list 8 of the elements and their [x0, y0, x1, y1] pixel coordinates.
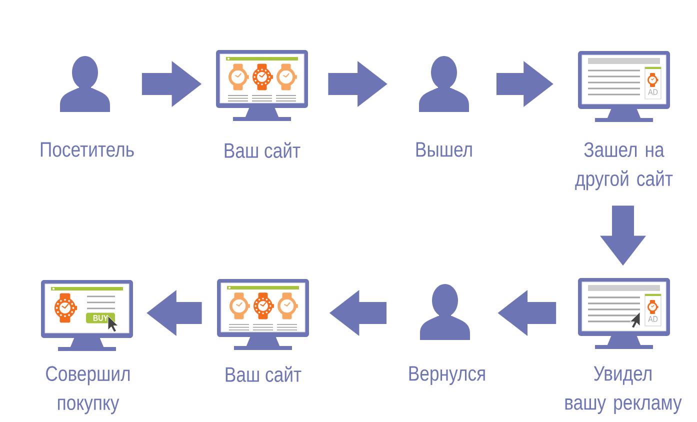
step-label: Вышел — [416, 142, 472, 157]
step-label: Ваш сайт — [224, 142, 300, 158]
step-label: Зашел на другой сайт — [575, 142, 673, 190]
step-label: Посетитель — [40, 142, 134, 157]
step-label: Совершил покупку — [46, 366, 130, 414]
step-label: Увидел вашу рекламу — [565, 366, 682, 414]
step-label: Ваш сайт — [226, 366, 302, 382]
step-label: Вернулся — [409, 366, 485, 385]
